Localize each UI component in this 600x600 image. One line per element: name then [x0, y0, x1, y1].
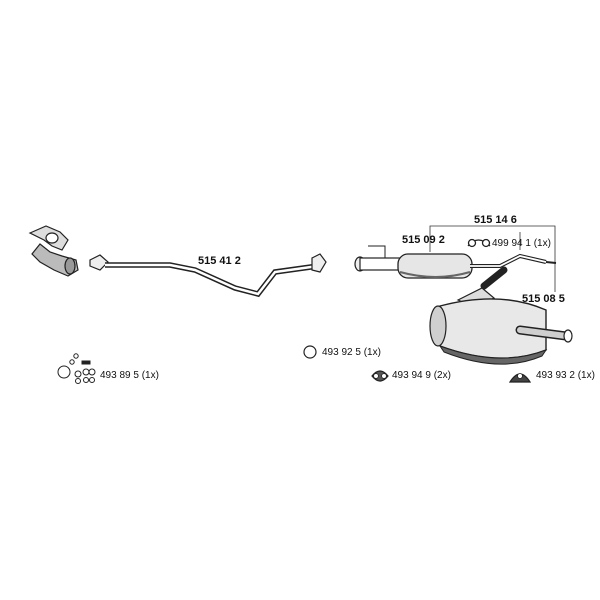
- bracket-qty: (1x): [577, 370, 595, 381]
- rubber-mount-qty: (2x): [433, 370, 451, 381]
- rear-silencer: [429, 287, 573, 365]
- label-mount-kit: 493 89 5 (1x): [100, 370, 159, 382]
- rubber-mount-number: 493 94 9: [392, 370, 431, 381]
- mount-kit-qty: (1x): [141, 370, 159, 381]
- label-front-pipe: 515 41 2: [198, 255, 241, 267]
- assembly-bracket: [429, 225, 556, 292]
- middle-silencer: [354, 245, 557, 290]
- label-assembly: 515 14 6: [474, 214, 517, 226]
- hanger-icon: [467, 238, 491, 248]
- front-pipe: [89, 253, 327, 298]
- ring-number: 493 92 5: [322, 347, 361, 358]
- hanger-number: 499 94 1: [492, 238, 531, 249]
- label-rubber-mount: 493 94 9 (2x): [392, 370, 451, 382]
- bracket-icon: [508, 373, 532, 383]
- mount-kit-number: 493 89 5: [100, 370, 139, 381]
- label-bracket: 493 93 2 (1x): [536, 370, 595, 382]
- bracket-number: 493 93 2: [536, 370, 575, 381]
- label-hanger: 499 94 1 (1x): [492, 238, 551, 250]
- mount-kit-icon: [57, 353, 96, 384]
- hanger-qty: (1x): [533, 238, 551, 249]
- ring-qty: (1x): [363, 347, 381, 358]
- label-middle-silencer: 515 09 2: [402, 234, 445, 246]
- label-ring: 493 92 5 (1x): [322, 347, 381, 359]
- ring-icon: [303, 345, 317, 359]
- rubber-mount-icon: [371, 370, 389, 382]
- catalyst-icon: [28, 225, 79, 277]
- label-rear-silencer: 515 08 5: [522, 293, 565, 305]
